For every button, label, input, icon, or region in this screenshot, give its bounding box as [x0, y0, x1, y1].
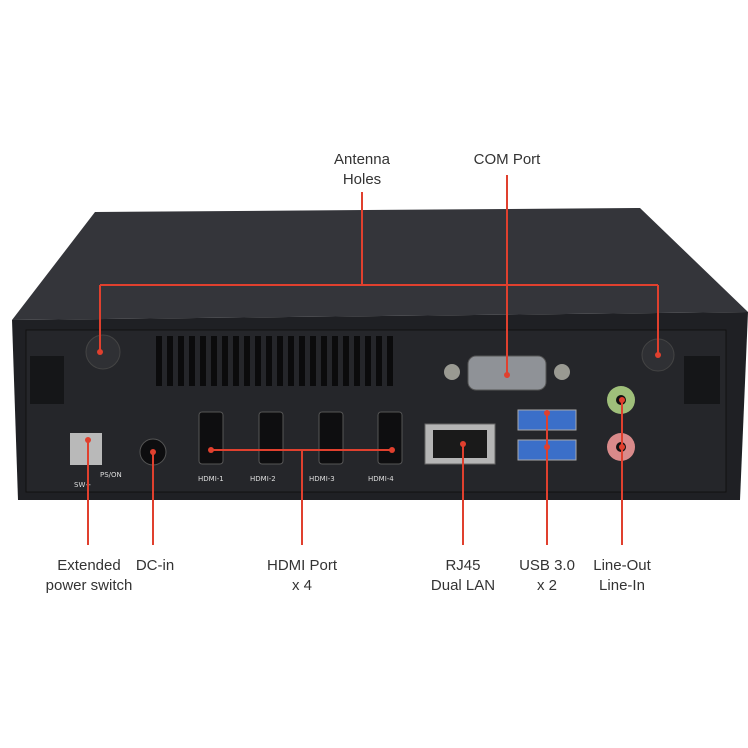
- hdmi-2-label: HDMI-2: [250, 475, 276, 483]
- vent-slot: [189, 336, 195, 386]
- usb-label: USB 3.0 x 2: [519, 556, 575, 596]
- chassis-top: [12, 208, 748, 320]
- hdmi-callout-line: [211, 449, 392, 545]
- antenna-label-line1: Antenna: [334, 151, 390, 168]
- vent-slot: [387, 336, 393, 386]
- hdmi-port-3: [318, 411, 344, 465]
- antenna-label-line2: Holes: [342, 171, 382, 188]
- vent-slot: [365, 336, 371, 386]
- com-screw-left: [444, 364, 460, 380]
- mount-bracket-left: [30, 356, 64, 404]
- callout-dots: [85, 349, 661, 455]
- hdmi-4-label: HDMI-4: [368, 475, 394, 483]
- rj45-label-line1: RJ45: [445, 557, 481, 574]
- vent-slot: [332, 336, 338, 386]
- hdmi-port-1: [198, 411, 224, 465]
- hdmi-label-line1: HDMI Port: [266, 557, 338, 574]
- vent-slot: [178, 336, 184, 386]
- callout-lines: [87, 175, 659, 545]
- vent-slot: [277, 336, 283, 386]
- hdmi-port-2: [258, 411, 284, 465]
- pson-label: PS/ON: [100, 471, 122, 479]
- vent-slot: [233, 336, 239, 386]
- hdmi-label: HDMI Port x 4: [267, 556, 337, 596]
- com-port-label: COM Port: [473, 151, 541, 168]
- rj45-label-line2: Dual LAN: [430, 577, 496, 594]
- dc-in-label: DC-in: [135, 557, 175, 574]
- vent-slot: [266, 336, 272, 386]
- vent-slot: [211, 336, 217, 386]
- vent-slot: [354, 336, 360, 386]
- vent-slot: [156, 336, 162, 386]
- vent-slot: [200, 336, 206, 386]
- hdmi-1-label: HDMI-1: [198, 475, 224, 483]
- hdmi-label-line2: x 4: [291, 577, 313, 594]
- vent-slot: [299, 336, 305, 386]
- vent-slot: [288, 336, 294, 386]
- hdmi-port-4: [377, 411, 403, 465]
- vent-slot: [244, 336, 250, 386]
- vent-slot: [310, 336, 316, 386]
- vent-slot: [343, 336, 349, 386]
- com-screw-right: [554, 364, 570, 380]
- vent-slot: [376, 336, 382, 386]
- audio-label-line2: Line-In: [599, 577, 645, 594]
- front-panel: [25, 329, 727, 493]
- sw-label: SW+: [74, 481, 91, 489]
- usb-label-line1: USB 3.0: [519, 557, 575, 574]
- usb-label-line2: x 2: [536, 577, 557, 594]
- extended-label: Extended: [57, 557, 121, 574]
- hdmi-3-label: HDMI-3: [309, 475, 335, 483]
- vent-slot: [321, 336, 327, 386]
- vent-slot: [255, 336, 261, 386]
- power-switch-label: power switch: [45, 577, 133, 594]
- mount-bracket-right: [684, 356, 720, 404]
- vent-slot: [222, 336, 228, 386]
- antenna-callout-line: [99, 192, 659, 355]
- vent-slot: [167, 336, 173, 386]
- audio-label-line1: Line-Out: [593, 557, 651, 574]
